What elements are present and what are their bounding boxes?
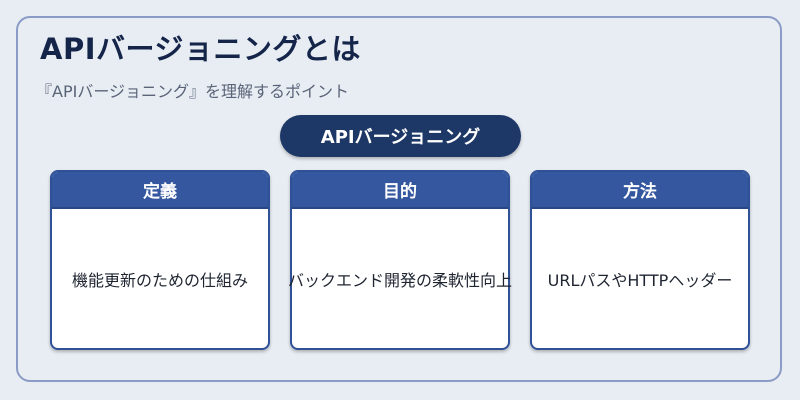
card-text: 機能更新のための仕組み (71, 270, 248, 290)
card-method: 方法 URLパスやHTTPヘッダー (530, 170, 750, 350)
card-definition: 定義 機能更新のための仕組み (50, 170, 270, 350)
card-purpose: 目的 バックエンド開発の柔軟性向上 (288, 170, 513, 350)
card-heading: 定義 (52, 172, 268, 209)
page-subtitle: 『APIバージョニング』を理解するポイント (36, 82, 349, 101)
card-text: URLパスやHTTPヘッダー (547, 270, 733, 290)
card-heading: 方法 (532, 172, 748, 209)
center-topic-pill: APIバージョニング (280, 115, 521, 157)
page-title: APIバージョニングとは (40, 32, 361, 66)
card-heading: 目的 (292, 172, 508, 209)
card-text: バックエンド開発の柔軟性向上 (288, 270, 513, 290)
